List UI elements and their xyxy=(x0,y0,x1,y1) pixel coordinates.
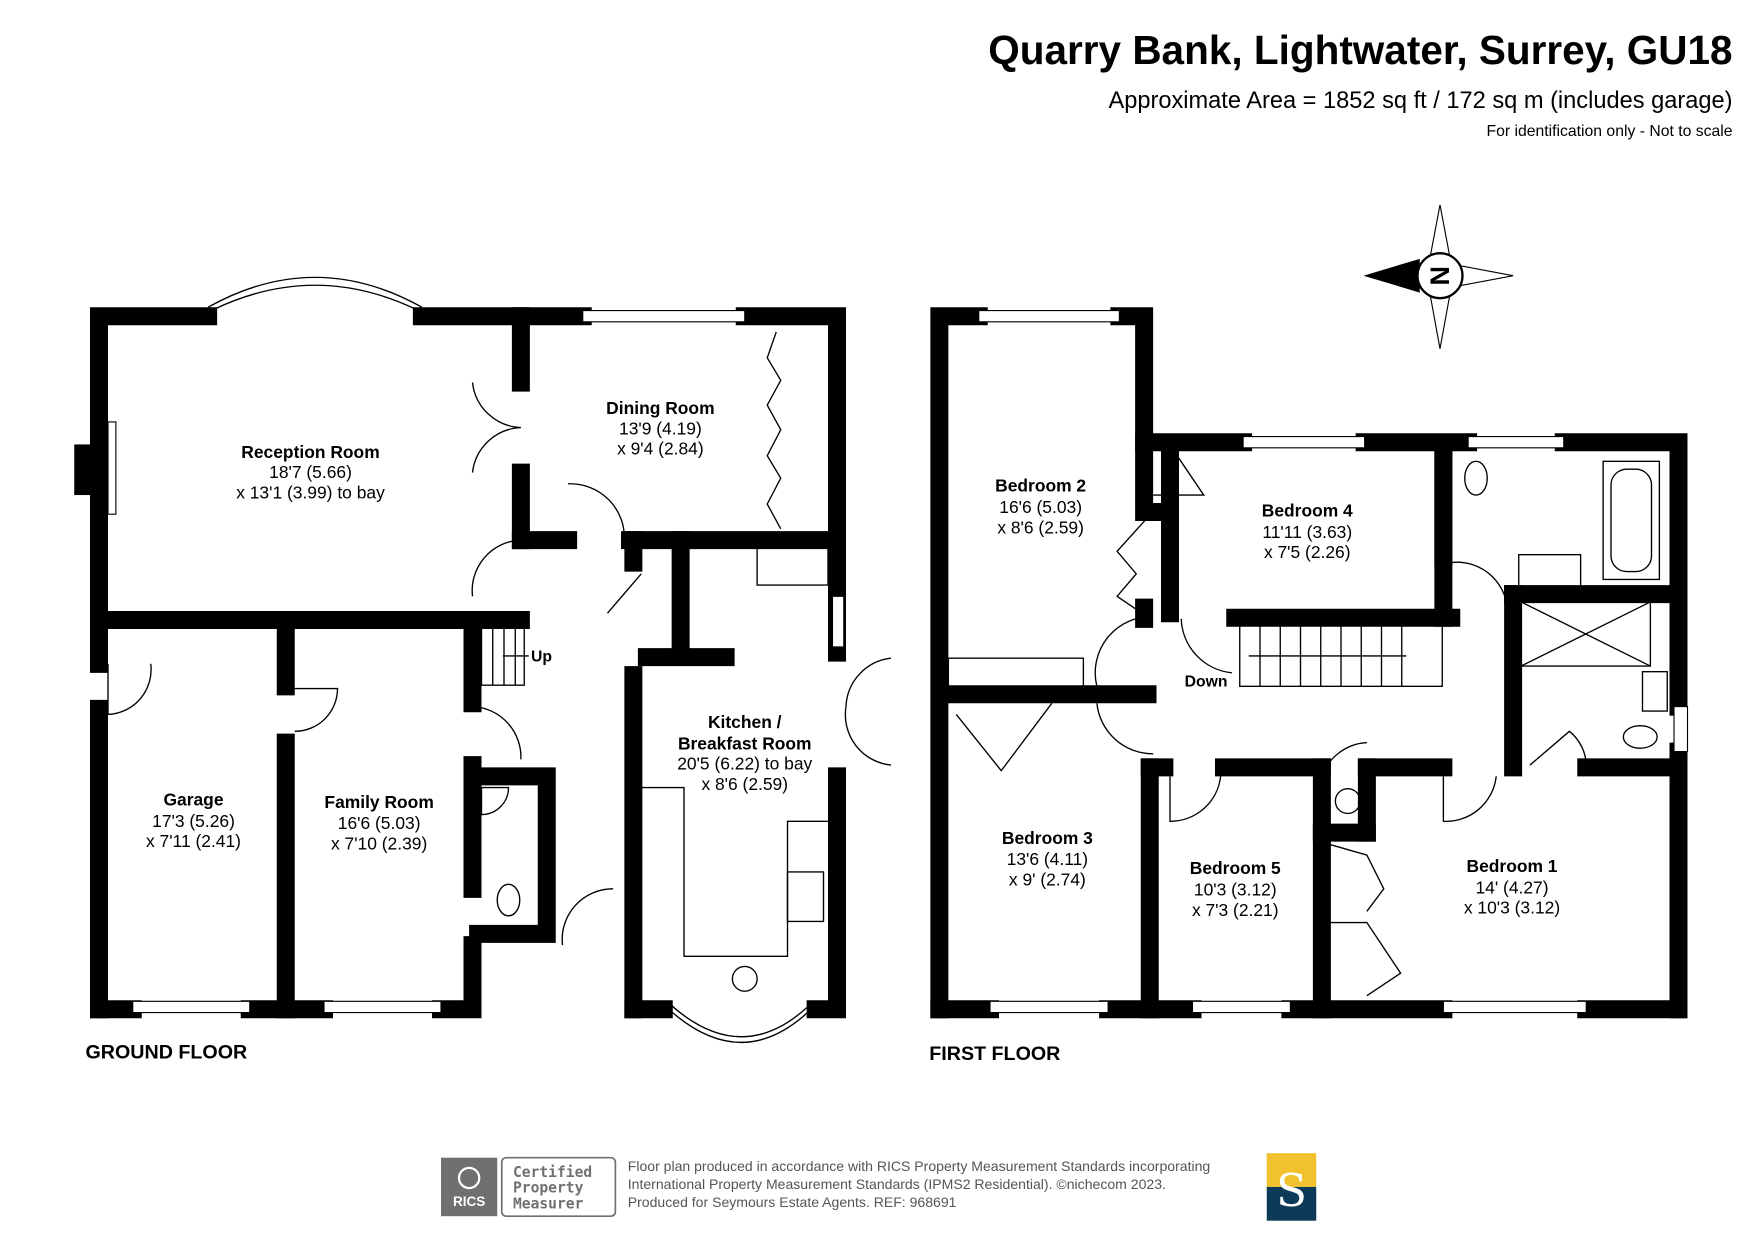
room-bedroom-5: Bedroom 510'3 (3.12)x 7'3 (2.21) xyxy=(1190,858,1281,920)
label-text: Dining Room xyxy=(606,398,714,418)
label-text: Bedroom 2 xyxy=(995,476,1086,496)
plan-title: Quarry Bank, Lightwater, Surrey, GU18 xyxy=(988,27,1732,73)
label-text: 13'6 (4.11) xyxy=(1007,849,1088,869)
label-text: 11'11 (3.63) xyxy=(1262,522,1352,542)
label-text: Kitchen / xyxy=(708,712,782,732)
toilet-icon xyxy=(1464,460,1488,496)
agent-logo: S xyxy=(1266,1153,1317,1221)
bath-icon xyxy=(1602,460,1661,581)
label-text: Garage xyxy=(163,790,223,810)
compass-north-label: N xyxy=(1425,266,1455,286)
footer-note-3: Produced for Seymours Estate Agents. REF… xyxy=(628,1194,957,1210)
label-text: 14' (4.27) xyxy=(1475,877,1548,897)
label-text: 13'9 (4.19) xyxy=(619,418,702,438)
label-text: Bedroom 3 xyxy=(1002,828,1093,848)
first-floor-label: FIRST FLOOR xyxy=(929,1043,1060,1065)
disclaimer: For identification only - Not to scale xyxy=(1487,123,1733,140)
label-text: RICS xyxy=(453,1194,485,1209)
label-text: 17'3 (5.26) xyxy=(152,811,235,831)
room-bedroom-4: Bedroom 411'11 (3.63)x 7'5 (2.26) xyxy=(1262,500,1353,562)
label-text: Breakfast Room xyxy=(678,733,812,753)
compass-icon: N xyxy=(1363,204,1514,349)
label-text: 18'7 (5.66) xyxy=(269,462,352,482)
room-bedroom-2: Bedroom 216'6 (5.03)x 8'6 (2.59) xyxy=(995,476,1086,538)
ground-floor-label: GROUND FLOOR xyxy=(86,1042,248,1064)
label-text: 16'6 (5.03) xyxy=(999,497,1082,517)
approximate-area: Approximate Area = 1852 sq ft / 172 sq m… xyxy=(1108,88,1732,114)
first-floor-stairs: Down xyxy=(1185,623,1443,690)
label-text: 16'6 (5.03) xyxy=(338,813,421,833)
label-text: Reception Room xyxy=(241,442,379,462)
label-text: Bedroom 1 xyxy=(1467,856,1558,876)
label-text: x 9' (2.74) xyxy=(1009,869,1086,889)
label-text: 10'3 (3.12) xyxy=(1194,880,1277,900)
label-text: Bedroom 4 xyxy=(1262,500,1353,520)
label-text: x 13'1 (3.99) to bay xyxy=(236,482,385,502)
footer: RICS Certified Property Measurer Floor p… xyxy=(441,1153,1317,1221)
room-bedroom-1: Bedroom 114' (4.27)x 10'3 (3.12) xyxy=(1464,856,1560,918)
stairs-down-label: Down xyxy=(1185,673,1228,690)
rics-logo: RICS Certified Property Measurer xyxy=(441,1156,617,1218)
label-text: x 7'3 (2.21) xyxy=(1192,900,1279,920)
basin-icon xyxy=(1518,554,1582,590)
label-text: Bedroom 5 xyxy=(1190,858,1281,878)
label-text: x 7'10 (2.39) xyxy=(331,833,427,853)
label-text: Property xyxy=(513,1180,584,1197)
label-text: Measurer xyxy=(513,1195,584,1212)
label-text: Certified xyxy=(513,1164,592,1181)
label-text: x 8'6 (2.59) xyxy=(997,517,1084,537)
label-text: S xyxy=(1276,1164,1307,1217)
label-text: Family Room xyxy=(324,792,433,812)
footer-note-2: International Property Measurement Stand… xyxy=(628,1176,1166,1192)
footer-note-1: Floor plan produced in accordance with R… xyxy=(628,1158,1210,1174)
sink-icon xyxy=(731,965,758,992)
toilet-icon xyxy=(496,883,521,917)
first-floor-labels: Bedroom 216'6 (5.03)x 8'6 (2.59) Bedroom… xyxy=(929,476,1560,1065)
label-text: x 9'4 (2.84) xyxy=(617,439,704,459)
first-floor-walls: Down xyxy=(930,307,1689,1019)
ground-floor-stairs: Up xyxy=(480,626,552,686)
label-text: x 8'6 (2.59) xyxy=(701,774,788,794)
label-text: x 7'5 (2.26) xyxy=(1264,542,1351,562)
hob-icon xyxy=(786,871,825,923)
label-text: x 7'11 (2.41) xyxy=(146,831,241,851)
ground-floor-walls: Up xyxy=(74,276,892,1044)
room-bedroom-3: Bedroom 313'6 (4.11)x 9' (2.74) xyxy=(1002,828,1093,890)
label-text: x 10'3 (3.12) xyxy=(1464,898,1560,918)
shower-icon xyxy=(1520,601,1652,667)
label-text: 20'5 (6.22) to bay xyxy=(677,754,812,774)
stairs-up-label: Up xyxy=(531,649,552,666)
